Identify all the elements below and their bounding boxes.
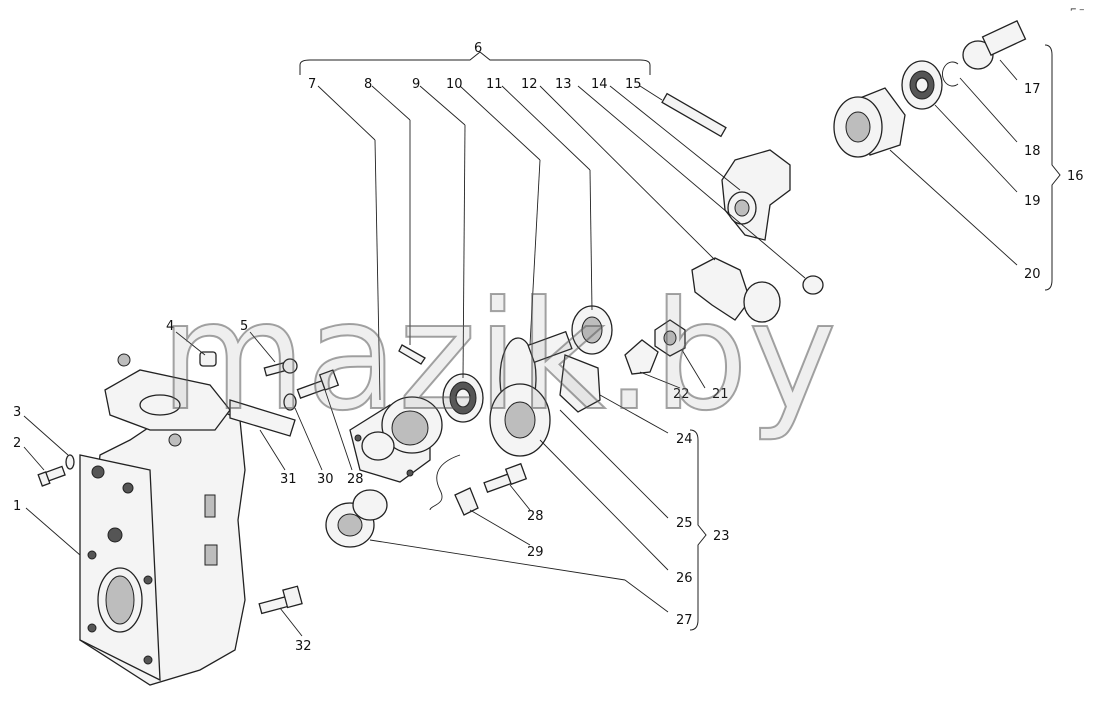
ring-part-12 [691,257,781,323]
nut-part-13 [802,275,824,295]
watermark: mazik.by [160,270,837,444]
callout-8: 8 [364,77,372,92]
callout-10: 10 [446,77,463,92]
bolt-part-28-upper [296,369,340,399]
corner-mark: ⌐ ‒ [1070,5,1084,14]
callout-1: 1 [13,499,21,514]
callout-20: 20 [1024,267,1041,282]
lever-part [721,149,791,241]
callout-15: 15 [625,77,642,92]
callout-28-upper: 28 [347,472,364,487]
callout-17: 17 [1024,82,1041,97]
plug-part [962,20,1027,70]
washer-part-30 [283,393,297,411]
housing-part [79,353,246,686]
gear-part-26 [489,383,551,457]
sleeve-part [833,87,906,158]
ring-part-8 [398,344,426,365]
callout-3: 3 [13,405,21,420]
callout-25: 25 [676,516,693,531]
nut-part-21 [654,319,686,357]
group-braces [299,44,1061,631]
callout-19: 19 [1024,194,1041,209]
callout-14: 14 [591,77,608,92]
callout-5: 5 [240,319,248,334]
bolt-part-5 [263,358,298,377]
dowel-pin-part [199,351,217,367]
brace-16 [1044,44,1061,291]
washer-part-3 [65,454,75,470]
callout-22: 22 [673,387,690,402]
bushing-part [325,489,388,548]
bearing-part-19 [901,60,943,110]
lock-washer-part [624,339,659,375]
callout-32: 32 [295,639,312,654]
brace-23 [689,429,707,631]
pin-part [661,92,727,138]
brace-6 [299,51,651,75]
callout-6: 6 [474,41,482,56]
callout-9: 9 [412,77,420,92]
callout-labels: 1 2 3 4 5 6 7 8 9 10 11 12 13 14 15 16 1… [13,41,1084,654]
callout-28-lower: 28 [527,509,544,524]
callout-12: 12 [521,77,538,92]
callout-30: 30 [317,472,334,487]
callout-4: 4 [166,319,174,334]
callout-24: 24 [676,432,693,447]
callout-18: 18 [1024,144,1041,159]
callout-11: 11 [486,77,503,92]
callout-31: 31 [280,472,297,487]
callout-23: 23 [713,529,730,544]
lock-plate-part [429,454,479,516]
bolt-part-32 [258,585,303,615]
cam-part [559,354,601,413]
callout-29: 29 [527,545,544,560]
callout-2: 2 [13,436,21,451]
plate-part [229,399,296,437]
flange-cover-part [349,396,443,483]
bolt-part-2 [37,465,66,487]
callout-21: 21 [712,387,729,402]
gear-part-11 [571,305,613,355]
callout-27: 27 [676,613,693,628]
bolt-part-28-lower [483,462,528,493]
leader-lines [23,59,1018,637]
callout-16: 16 [1067,169,1084,184]
callout-26: 26 [676,571,693,586]
retaining-ring-part [942,61,959,87]
callout-13: 13 [555,77,572,92]
callout-7: 7 [308,77,316,92]
